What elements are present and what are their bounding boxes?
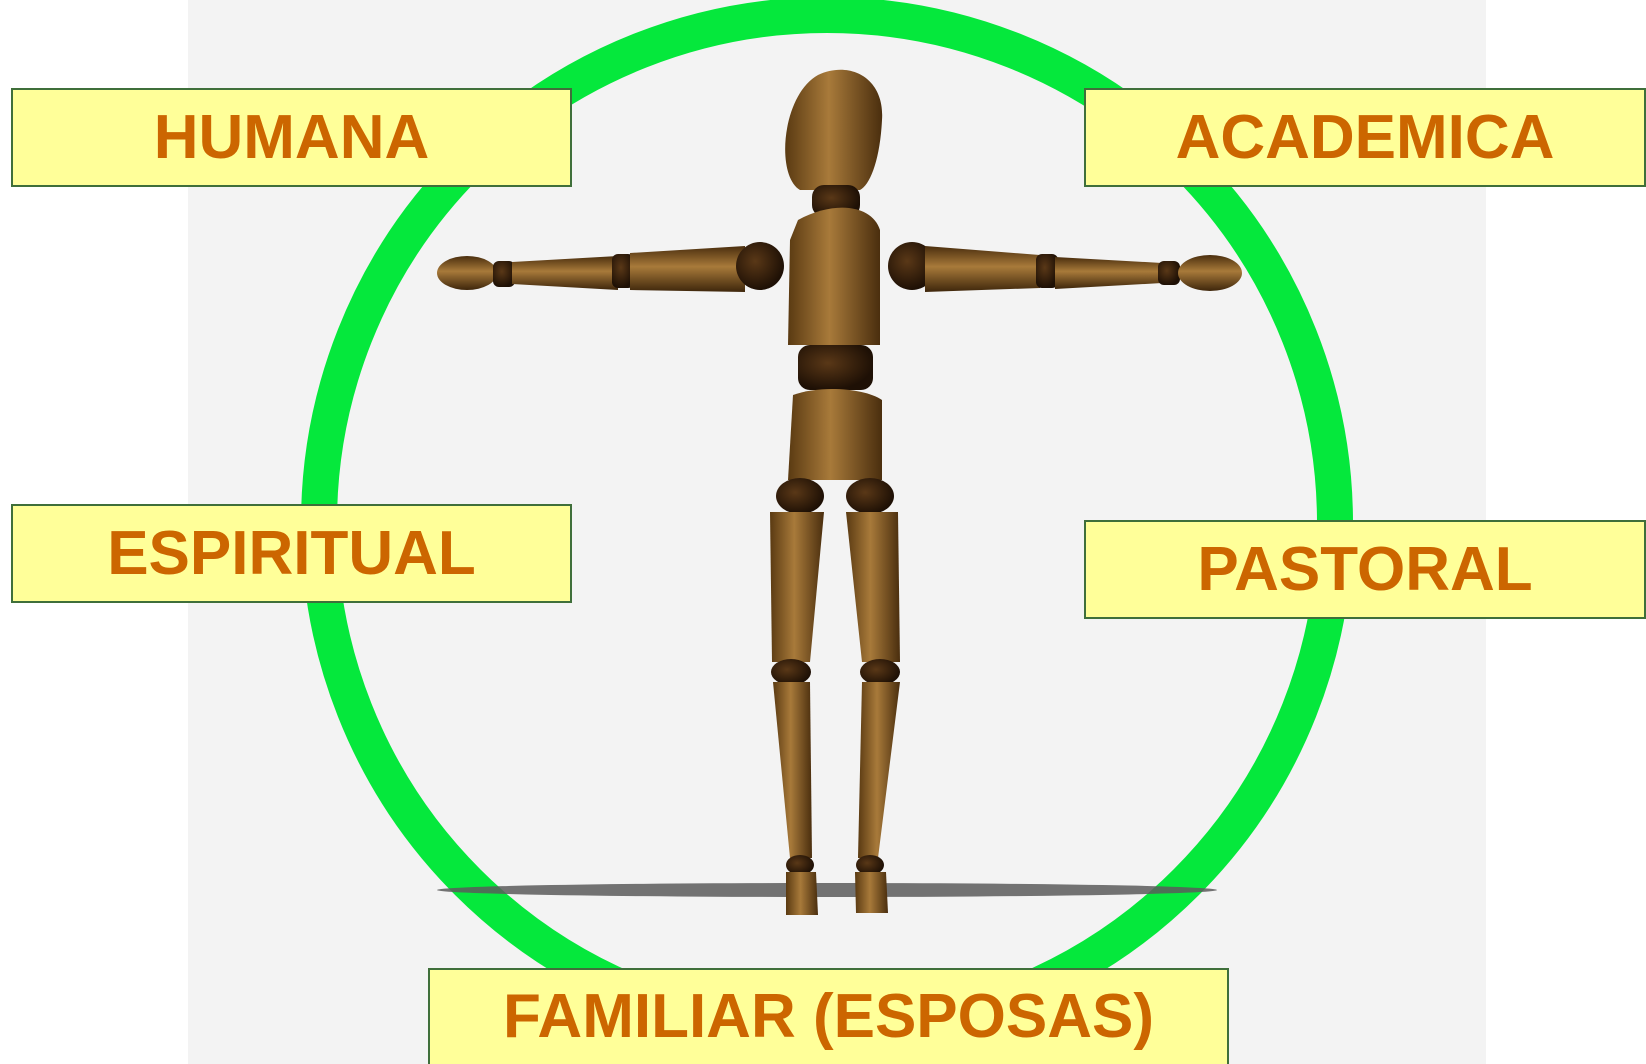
floor-shadow [437, 883, 1217, 897]
label-academica: ACADEMICA [1084, 88, 1646, 187]
wooden-mannequin-icon [437, 70, 1242, 915]
label-espiritual: ESPIRITUAL [11, 504, 572, 603]
label-familiar-text: FAMILIAR (ESPOSAS) [503, 986, 1154, 1048]
label-humana-text: HUMANA [154, 107, 430, 169]
label-pastoral-text: PASTORAL [1197, 539, 1532, 601]
label-familiar: FAMILIAR (ESPOSAS) [428, 968, 1229, 1064]
label-humana: HUMANA [11, 88, 572, 187]
label-pastoral: PASTORAL [1084, 520, 1646, 619]
label-espiritual-text: ESPIRITUAL [107, 523, 476, 585]
label-academica-text: ACADEMICA [1176, 107, 1555, 169]
